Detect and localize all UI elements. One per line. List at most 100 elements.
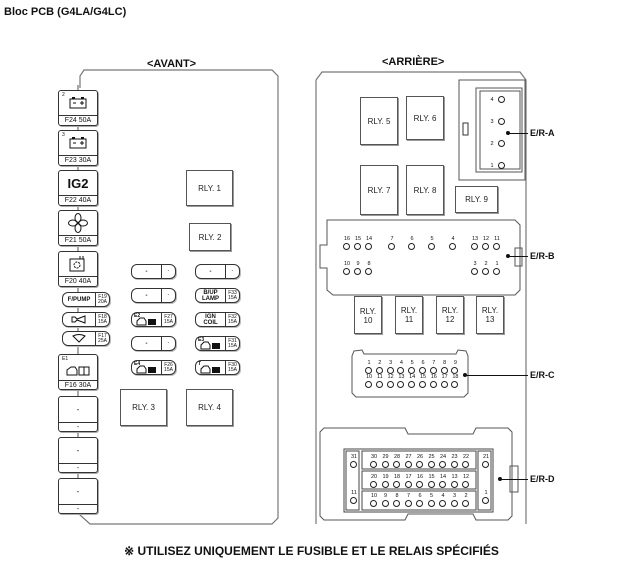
fuse-f17: F17 25A <box>62 331 110 346</box>
erd-pin <box>416 461 423 468</box>
erc-pin <box>440 381 448 388</box>
erd-pin-number: 11 <box>351 490 357 496</box>
relay-5: RLY. 5 <box>360 97 398 145</box>
erc-pin-number: 12 <box>387 374 394 380</box>
era-pin <box>498 118 505 125</box>
erc-pin <box>397 381 405 388</box>
erd-pin <box>370 500 377 507</box>
erb-pin-number: 13 <box>471 236 479 242</box>
spare-fuse: - - <box>58 396 98 432</box>
erd-pin-number: 29 <box>382 454 389 460</box>
battery-icon <box>69 97 87 109</box>
erd-pin <box>381 461 389 468</box>
fuse-f18: F18 15A <box>62 312 110 327</box>
erd-pin <box>462 481 469 488</box>
spare-fuse-top: - <box>76 487 80 496</box>
relay-4: RLY. 4 <box>186 389 233 426</box>
abs-icon <box>69 256 85 272</box>
erd-pin-number: 22 <box>462 454 470 460</box>
erb-pin <box>408 243 415 250</box>
erd-pin <box>350 461 357 468</box>
erc-pin-number: 9 <box>453 360 457 366</box>
relay-13: RLY. 13 <box>476 296 504 334</box>
fuse-position: T <box>198 361 202 367</box>
erd-pin-number: 28 <box>393 454 401 460</box>
erd-pin-number: 25 <box>428 454 435 460</box>
erc-pin <box>365 367 372 374</box>
erc-pin <box>375 381 383 388</box>
fuse-label: - <box>59 504 97 514</box>
erc-pin-number: 4 <box>399 360 403 366</box>
footer-note: ※ UTILISEZ UNIQUEMENT LE FUSIBLE ET LE R… <box>124 544 499 558</box>
erc-pin <box>397 367 405 374</box>
erb-pin <box>482 243 489 250</box>
fuse-label: F21 50A <box>59 235 97 245</box>
erc-pin <box>429 367 437 374</box>
engine-icon <box>136 317 156 325</box>
erd-pin <box>381 500 389 507</box>
erc-pin-number: 15 <box>419 374 427 380</box>
erb-pin-number: 15 <box>354 236 362 242</box>
era-pin-number: 2 <box>490 141 494 147</box>
erc-pin <box>365 381 372 388</box>
erc-pin-number: 16 <box>430 374 437 380</box>
erd-pin-number: 9 <box>383 493 388 499</box>
erc-pin <box>419 367 426 374</box>
fuse-rating: F32 15A <box>225 313 239 326</box>
erc-pin-number: 5 <box>410 360 414 366</box>
mini-fuse: -- <box>131 264 176 279</box>
erb-pin <box>493 268 500 275</box>
erd-pin-number: 4 <box>441 493 445 499</box>
erd-pin-number: 21 <box>482 454 490 460</box>
erd-label: E/R-D <box>530 474 555 484</box>
erc-pin-number: 6 <box>421 360 425 366</box>
erc-pin-number: 18 <box>452 374 459 380</box>
erb-pin <box>365 268 372 275</box>
era-pin-number: 3 <box>490 119 494 125</box>
erb-pin-number: 9 <box>356 261 360 267</box>
erd-pin-number: 12 <box>462 474 470 480</box>
erd-pin-number: 19 <box>382 474 389 480</box>
erb-pin <box>471 243 478 250</box>
fuse-f22: IG2 F22 40A <box>58 170 98 206</box>
era-pin <box>498 140 505 147</box>
fuse-rating: F26 15A <box>161 361 175 374</box>
fuse-rating: F19 20A <box>95 293 109 306</box>
fuse-label: - <box>59 463 97 473</box>
fuse-text: - <box>145 268 148 275</box>
fuse-label: F22 40A <box>59 195 97 205</box>
erd-pin-number: 10 <box>370 493 378 499</box>
mini-fuse: -- <box>131 288 176 303</box>
engine-icon <box>66 366 90 375</box>
relay-1: RLY. 1 <box>186 170 233 206</box>
fuse-f21: F21 50A <box>58 210 98 246</box>
fuse-label: F23 30A <box>59 155 97 165</box>
erc-pin <box>408 367 416 374</box>
engine-icon <box>200 365 220 373</box>
erb-pin <box>354 268 361 275</box>
erb-pin <box>354 243 361 250</box>
fuse-rating: F18 15A <box>95 313 109 326</box>
erc-pin <box>408 381 416 388</box>
fuse-rating: - <box>161 265 175 278</box>
erd-pin <box>450 461 458 468</box>
erd-pin-number: 14 <box>439 474 447 480</box>
era-pin <box>498 162 505 169</box>
erd-pin <box>427 500 435 507</box>
erb-pin <box>482 268 489 275</box>
erc-pin-number: 7 <box>432 360 436 366</box>
erd-pin <box>482 461 489 468</box>
fuse-rating: F31 15A <box>225 337 239 350</box>
erc-pin-number: 17 <box>441 374 448 380</box>
erd-pin-number: 30 <box>370 454 378 460</box>
erd-pin <box>439 461 446 468</box>
erb-pin-number: 11 <box>494 236 500 242</box>
erb-pin-number: 8 <box>367 261 371 267</box>
mini-fuse: -- <box>195 264 240 279</box>
erc-pin <box>440 367 448 374</box>
erd-pin-number: 1 <box>484 490 488 496</box>
engine-icon <box>200 341 220 349</box>
relay-6: RLY. 6 <box>406 96 444 140</box>
